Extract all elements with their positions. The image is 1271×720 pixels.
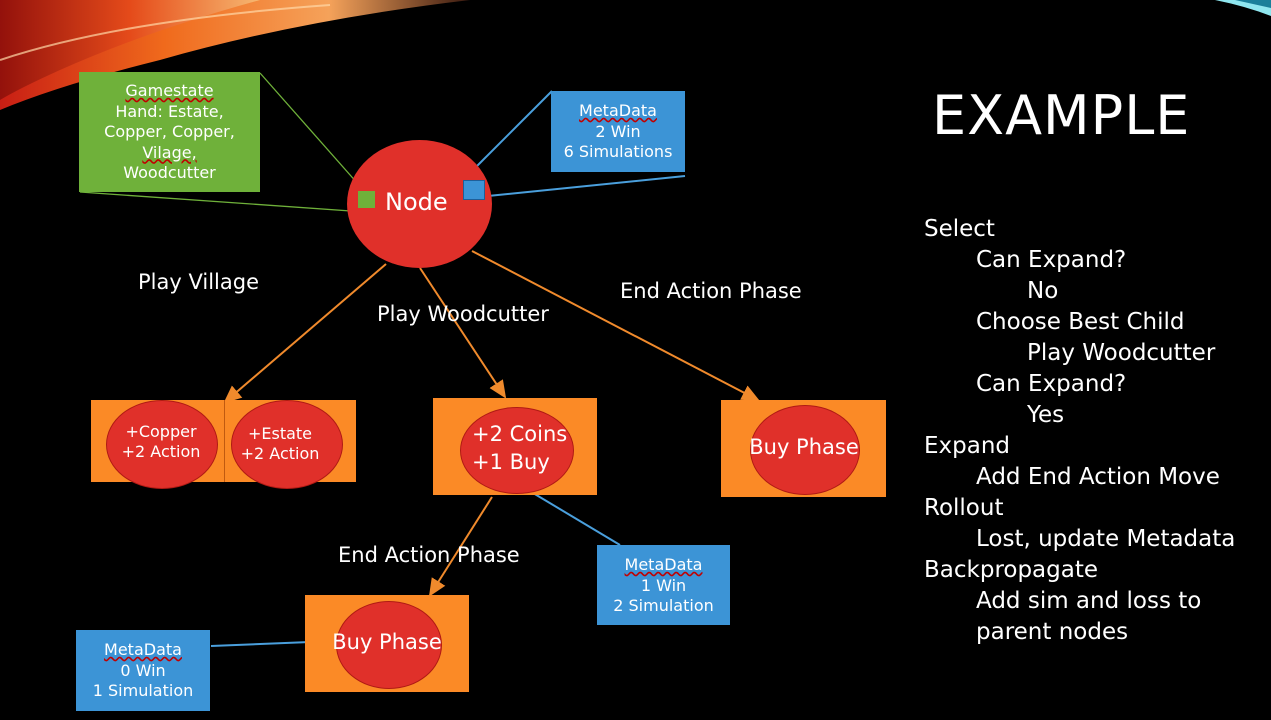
woodcutter-node [460, 407, 574, 494]
step-item: Select [924, 216, 995, 242]
estate-action: +2 Action [240, 444, 320, 463]
slide-title: EXAMPLE [932, 84, 1191, 147]
gamestate-line: Copper, Copper, [104, 122, 235, 141]
copper-label: +Copper [125, 422, 197, 441]
root-node-label: Node [385, 188, 448, 216]
step-item: Play Woodcutter [1027, 340, 1216, 366]
step-item: Add sim and loss to [976, 588, 1202, 614]
step-item: Lost, update Metadata [976, 526, 1236, 552]
metadata-wins: 2 Win [595, 121, 641, 141]
step-item: Can Expand? [976, 247, 1127, 273]
step-item: Backpropagate [924, 557, 1099, 583]
gamestate-marker [358, 191, 375, 208]
metadata-heading: MetaData [104, 640, 182, 659]
metadata-marker [463, 180, 485, 200]
gamestate-line: Vilage, [142, 142, 197, 162]
child-metadata-box: MetaData 1 Win 2 Simulation [597, 545, 730, 625]
leaf-metadata-box: MetaData 0 Win 1 Simulation [76, 630, 210, 711]
metadata-wins: 1 Win [640, 575, 687, 595]
metadata-simulations: 2 Simulation [613, 596, 714, 615]
step-item: Yes [1027, 402, 1065, 428]
step-item: Can Expand? [976, 371, 1127, 397]
edge-label-end-action-phase: End Action Phase [620, 279, 802, 303]
metadata-simulations: 1 Simulation [92, 681, 194, 700]
coins-label: +2 Coins [472, 422, 568, 446]
gamestate-heading: Gamestate [125, 81, 214, 100]
metadata-heading: MetaData [579, 101, 657, 120]
gamestate-box: Gamestate Hand: Estate, Copper, Copper, … [79, 72, 260, 192]
leaf-node-circle [336, 601, 442, 689]
child-divider [224, 400, 225, 482]
edge-label-play-woodcutter: Play Woodcutter [377, 302, 549, 326]
edge-label-end-action-phase: End Action Phase [338, 543, 520, 567]
buy-label: +1 Buy [472, 450, 550, 474]
metadata-simulations: 6 Simulations [563, 142, 673, 161]
gamestate-line: Woodcutter [123, 163, 216, 182]
step-item: Add End Action Move [976, 464, 1220, 490]
gamestate-line: Hand: Estate, [115, 101, 224, 121]
copper-node [106, 400, 218, 489]
buy-phase-node [750, 405, 860, 495]
step-item: Choose Best Child [976, 309, 1185, 335]
estate-label: +Estate [247, 424, 313, 443]
mcts-steps-list: Select Can Expand? No Choose Best Child … [924, 216, 1235, 650]
leaf-buy-phase-label: Buy Phase [332, 630, 442, 654]
metadata-wins: 0 Win [120, 660, 166, 680]
step-item: Rollout [924, 495, 1004, 521]
estate-node [231, 400, 343, 489]
step-item: No [1027, 278, 1059, 304]
buy-phase-label: Buy Phase [749, 435, 859, 459]
step-item: parent nodes [976, 619, 1129, 645]
step-item: Expand [924, 433, 1011, 459]
metadata-heading: MetaData [624, 555, 703, 574]
edge-label-play-village: Play Village [138, 270, 259, 294]
copper-action: +2 Action [121, 442, 201, 461]
root-metadata-box: MetaData 2 Win 6 Simulations [551, 91, 685, 172]
